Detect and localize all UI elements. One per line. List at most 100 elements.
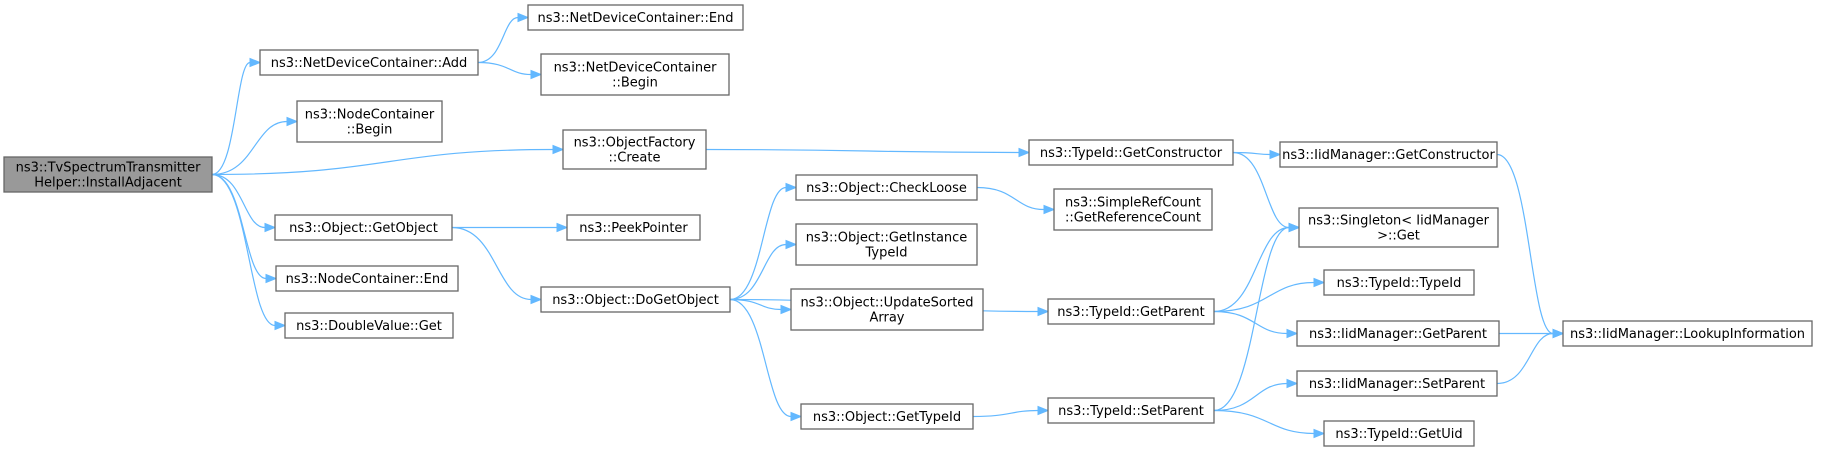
node-label: Helper::InstallAdjacent (34, 176, 182, 191)
node-box[interactable] (1279, 141, 1498, 168)
node-ndc-add[interactable]: ns3::NetDeviceContainer::Add (259, 49, 479, 76)
node-iid-setparent[interactable]: ns3::IidManager::SetParent (1296, 370, 1498, 397)
edge-obj_dogetobject-to-obj_getinstance (729, 243, 787, 301)
node-label: TypeId (865, 246, 908, 261)
edge-tid_getparent-to-tid_typeid (1213, 281, 1315, 313)
node-label: ns3::NodeContainer::End (286, 272, 449, 287)
node-singleton-get[interactable]: ns3::Singleton< IidManager >::Get (1298, 207, 1499, 248)
node-box[interactable] (795, 174, 978, 201)
edge-iid_getconstructor-to-iid_lookup (1496, 153, 1554, 335)
edge-tid_setparent-to-singleton_get (1213, 226, 1290, 412)
node-box[interactable] (795, 223, 978, 266)
node-box[interactable] (1047, 298, 1215, 325)
edge-arrowhead-root-to-nc_end (265, 273, 278, 284)
node-label: ns3::TvSpectrumTransmitter (16, 161, 201, 176)
edge-arrowhead-tid_setparent-to-singleton_get (1288, 222, 1301, 233)
node-box[interactable] (296, 100, 443, 143)
node-label: ns3::SimpleRefCount (1065, 196, 1201, 211)
node-nc-begin[interactable]: ns3::NodeContainer::Begin (296, 100, 443, 143)
edge-obj_gettypeid-to-tid_setparent (972, 409, 1039, 418)
node-iid-getconstructor[interactable]: ns3::IidManager::GetConstructor (1279, 141, 1498, 168)
node-box[interactable] (1323, 420, 1475, 447)
node-label: ::Begin (347, 123, 393, 138)
node-label: ns3::Object::GetTypeId (813, 410, 961, 425)
node-box[interactable] (800, 403, 974, 430)
node-label: ns3::Object::DoGetObject (552, 293, 719, 308)
node-label: ns3::TypeId::GetConstructor (1040, 146, 1223, 161)
node-obj-gettypeid[interactable]: ns3::Object::GetTypeId (800, 403, 974, 430)
node-box[interactable] (540, 53, 730, 96)
edge-arrowhead-obj_dogetobject-to-obj_gettypeid (790, 411, 803, 422)
node-box[interactable] (284, 312, 454, 339)
node-label: ns3::IidManager::GetParent (1309, 327, 1487, 342)
node-box[interactable] (275, 265, 459, 292)
edge-arrowhead-tid_getparent-to-iid_getparent (1286, 328, 1299, 339)
edge-iid_setparent-to-iid_lookup (1496, 332, 1554, 385)
node-box[interactable] (259, 49, 479, 76)
nodes-layer: ns3::TvSpectrumTransmitterHelper::Instal… (3, 4, 1813, 447)
node-dv-get[interactable]: ns3::DoubleValue::Get (284, 312, 454, 339)
node-iid-getparent[interactable]: ns3::IidManager::GetParent (1296, 320, 1500, 347)
node-label: ns3::IidManager::LookupInformation (1570, 327, 1805, 342)
node-box[interactable] (1323, 269, 1475, 296)
node-label: ns3::IidManager::GetConstructor (1282, 148, 1495, 163)
node-box[interactable] (566, 214, 701, 241)
node-obj-getobject[interactable]: ns3::Object::GetObject (274, 214, 453, 241)
node-label: ns3::TypeId::GetUid (1335, 427, 1462, 442)
node-root[interactable]: ns3::TvSpectrumTransmitterHelper::Instal… (3, 156, 213, 193)
node-tid-getuid[interactable]: ns3::TypeId::GetUid (1323, 420, 1475, 447)
edge-arrowhead-obj_dogetobject-to-obj_checkloose (785, 182, 798, 193)
node-ndc-begin[interactable]: ns3::NetDeviceContainer::Begin (540, 53, 730, 96)
node-box[interactable] (1296, 370, 1498, 397)
edge-arrowhead-root-to-dv_get (274, 320, 287, 331)
node-box[interactable] (1053, 188, 1213, 231)
node-tid-typeid[interactable]: ns3::TypeId::TypeId (1323, 269, 1475, 296)
edge-of_create-to-tid_getconstructor (705, 148, 1020, 154)
node-peekpointer[interactable]: ns3::PeekPointer (566, 214, 701, 241)
node-obj-dogetobject[interactable]: ns3::Object::DoGetObject (540, 286, 731, 313)
node-box[interactable] (1028, 139, 1234, 166)
node-box[interactable] (3, 156, 213, 193)
node-label: ns3::Singleton< IidManager (1308, 214, 1490, 229)
edge-arrowhead-obj_dogetobject-to-tid_getparent (1037, 306, 1050, 317)
node-label: ns3::TypeId::TypeId (1337, 276, 1462, 291)
node-box[interactable] (1296, 320, 1500, 347)
node-box[interactable] (790, 288, 984, 331)
edge-arrowhead-obj_getobject-to-obj_dogetobject (530, 294, 543, 305)
node-nc-end[interactable]: ns3::NodeContainer::End (275, 265, 459, 292)
edge-tid_setparent-to-iid_setparent (1213, 382, 1288, 412)
edges-layer (211, 12, 1565, 439)
node-of-create[interactable]: ns3::ObjectFactory::Create (562, 129, 707, 170)
node-box[interactable] (540, 286, 731, 313)
edge-root-to-ndc_add (211, 61, 251, 176)
edge-root-to-dv_get (211, 173, 276, 327)
edge-arrowhead-obj_gettypeid-to-tid_setparent (1037, 405, 1050, 416)
node-label: ns3::IidManager::SetParent (1309, 377, 1485, 392)
node-label: >::Get (1377, 229, 1420, 244)
node-box[interactable] (1047, 397, 1215, 424)
edge-arrowhead-root-to-obj_getobject (264, 222, 277, 233)
node-label: ns3::Object::GetInstance (806, 231, 968, 246)
edge-obj_dogetobject-to-obj_checkloose (729, 186, 787, 301)
node-box[interactable] (562, 129, 707, 170)
node-srefcount[interactable]: ns3::SimpleRefCount::GetReferenceCount (1053, 188, 1213, 231)
node-box[interactable] (1562, 320, 1813, 347)
node-iid-lookup[interactable]: ns3::IidManager::LookupInformation (1562, 320, 1813, 347)
edge-arrowhead-of_create-to-tid_getconstructor (1018, 147, 1031, 158)
node-box[interactable] (274, 214, 453, 241)
node-label: ns3::ObjectFactory (574, 136, 696, 151)
node-ndc-end[interactable]: ns3::NetDeviceContainer::End (527, 4, 744, 31)
node-box[interactable] (1298, 207, 1499, 248)
node-tid-getconstructor[interactable]: ns3::TypeId::GetConstructor (1028, 139, 1234, 166)
node-label: ns3::PeekPointer (579, 221, 688, 236)
node-label: ns3::TypeId::SetParent (1058, 404, 1204, 419)
node-box[interactable] (527, 4, 744, 31)
node-tid-getparent[interactable]: ns3::TypeId::GetParent (1047, 298, 1215, 325)
edge-obj_getobject-to-obj_dogetobject (451, 226, 532, 301)
node-label: ns3::NetDeviceContainer (554, 61, 718, 76)
node-obj-checkloose[interactable]: ns3::Object::CheckLoose (795, 174, 978, 201)
edge-obj_checkloose-to-srefcount (976, 186, 1045, 211)
node-tid-setparent[interactable]: ns3::TypeId::SetParent (1047, 397, 1215, 424)
